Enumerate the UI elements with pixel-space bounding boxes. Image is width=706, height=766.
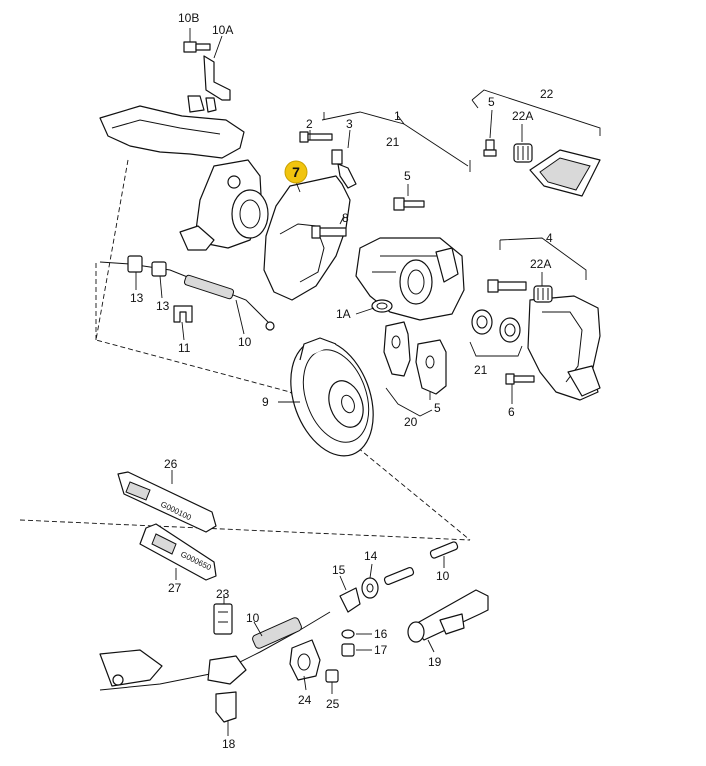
callout-22A-top: 22A [512, 109, 533, 123]
callout-leaders [135, 109, 543, 736]
callout-10-a: 10 [238, 335, 252, 349]
bolt-6 [505, 373, 535, 385]
callout-22A-lower: 22A [530, 257, 551, 271]
callout-19: 19 [428, 655, 442, 669]
nut-25 [325, 669, 339, 683]
highlight-marker: 7 [284, 160, 308, 184]
bolt-10b [183, 28, 211, 53]
callout-24: 24 [298, 693, 312, 707]
callout-4: 4 [546, 231, 553, 245]
callout-2: 2 [306, 117, 313, 131]
bracket-lines-1 [321, 111, 471, 172]
bolt-8 [311, 215, 347, 239]
brake-pad-left [383, 321, 411, 377]
boot-22a-lower [533, 285, 553, 303]
callout-25: 25 [326, 697, 340, 711]
bushing-14 [361, 577, 379, 599]
callout-18: 18 [222, 737, 236, 751]
dashed-frame-main [95, 159, 471, 541]
callout-21-top: 21 [386, 135, 400, 149]
steering-knuckle [99, 95, 269, 251]
boot-22a-top [513, 143, 533, 163]
seal-1a [371, 299, 393, 313]
grease-tube-27: G000650 [139, 523, 217, 581]
callout-5-upper: 5 [404, 169, 411, 183]
callout-10-b: 10 [436, 569, 450, 583]
bolt-2 [299, 131, 333, 143]
callout-labels: 10B 10A 1 21 3 2 5 8 5 22 22A 4 22A 13 1… [130, 11, 554, 751]
carrier-4 [499, 237, 601, 401]
clip-18 [215, 691, 237, 723]
callout-5-lower: 5 [434, 401, 441, 415]
callout-8: 8 [342, 211, 349, 225]
washer-16 [341, 629, 355, 639]
callout-10A: 10A [212, 23, 233, 37]
bleeder-3 [331, 149, 357, 189]
brake-disc-9 [290, 337, 374, 457]
callout-14: 14 [364, 549, 378, 563]
sleeve-10-right [429, 541, 459, 559]
callout-9: 9 [262, 395, 269, 409]
handbrake-cable-10-lower [99, 611, 331, 691]
callout-1A: 1A [336, 307, 351, 321]
bracket-10a [203, 35, 231, 101]
callout-17: 17 [374, 643, 388, 657]
callout-13-a: 13 [130, 291, 144, 305]
highlight-label: 7 [292, 164, 300, 180]
bracket-24 [289, 639, 321, 681]
callout-13-b: 13 [156, 299, 170, 313]
nut-17 [341, 643, 355, 657]
clip-11 [173, 305, 193, 323]
callout-11: 11 [178, 341, 191, 355]
callout-10-c: 10 [246, 611, 260, 625]
callout-10B: 10B [178, 11, 199, 25]
callout-21-lower: 21 [474, 363, 488, 377]
bolt-22a-guide [487, 279, 527, 293]
callout-5-top: 5 [488, 95, 495, 109]
callout-20: 20 [404, 415, 418, 429]
bolt-5-upper [393, 197, 425, 211]
sleeve-10-upper [383, 566, 415, 586]
bracket-lines-20 [385, 387, 433, 417]
splash-shield-7 [263, 175, 351, 301]
callout-23: 23 [216, 587, 230, 601]
clip-23 [213, 603, 233, 635]
grease-tube-26: G000100 [117, 471, 217, 533]
brake-pad-right [415, 339, 447, 395]
callout-16: 16 [374, 627, 388, 641]
callout-6: 6 [508, 405, 515, 419]
callout-27: 27 [168, 581, 182, 595]
repair-kit-22 [471, 89, 601, 197]
callout-15: 15 [332, 563, 346, 577]
axle-19 [407, 589, 489, 643]
seals-21 [469, 309, 523, 357]
callout-26: 26 [164, 457, 178, 471]
circlip-15 [339, 587, 361, 613]
callout-1: 1 [394, 109, 401, 123]
callout-3: 3 [346, 117, 353, 131]
dashed-frame-lower [19, 519, 471, 541]
bolt-5-top [483, 139, 497, 157]
callout-22: 22 [540, 87, 554, 101]
handbrake-cable-10-upper [99, 255, 275, 331]
